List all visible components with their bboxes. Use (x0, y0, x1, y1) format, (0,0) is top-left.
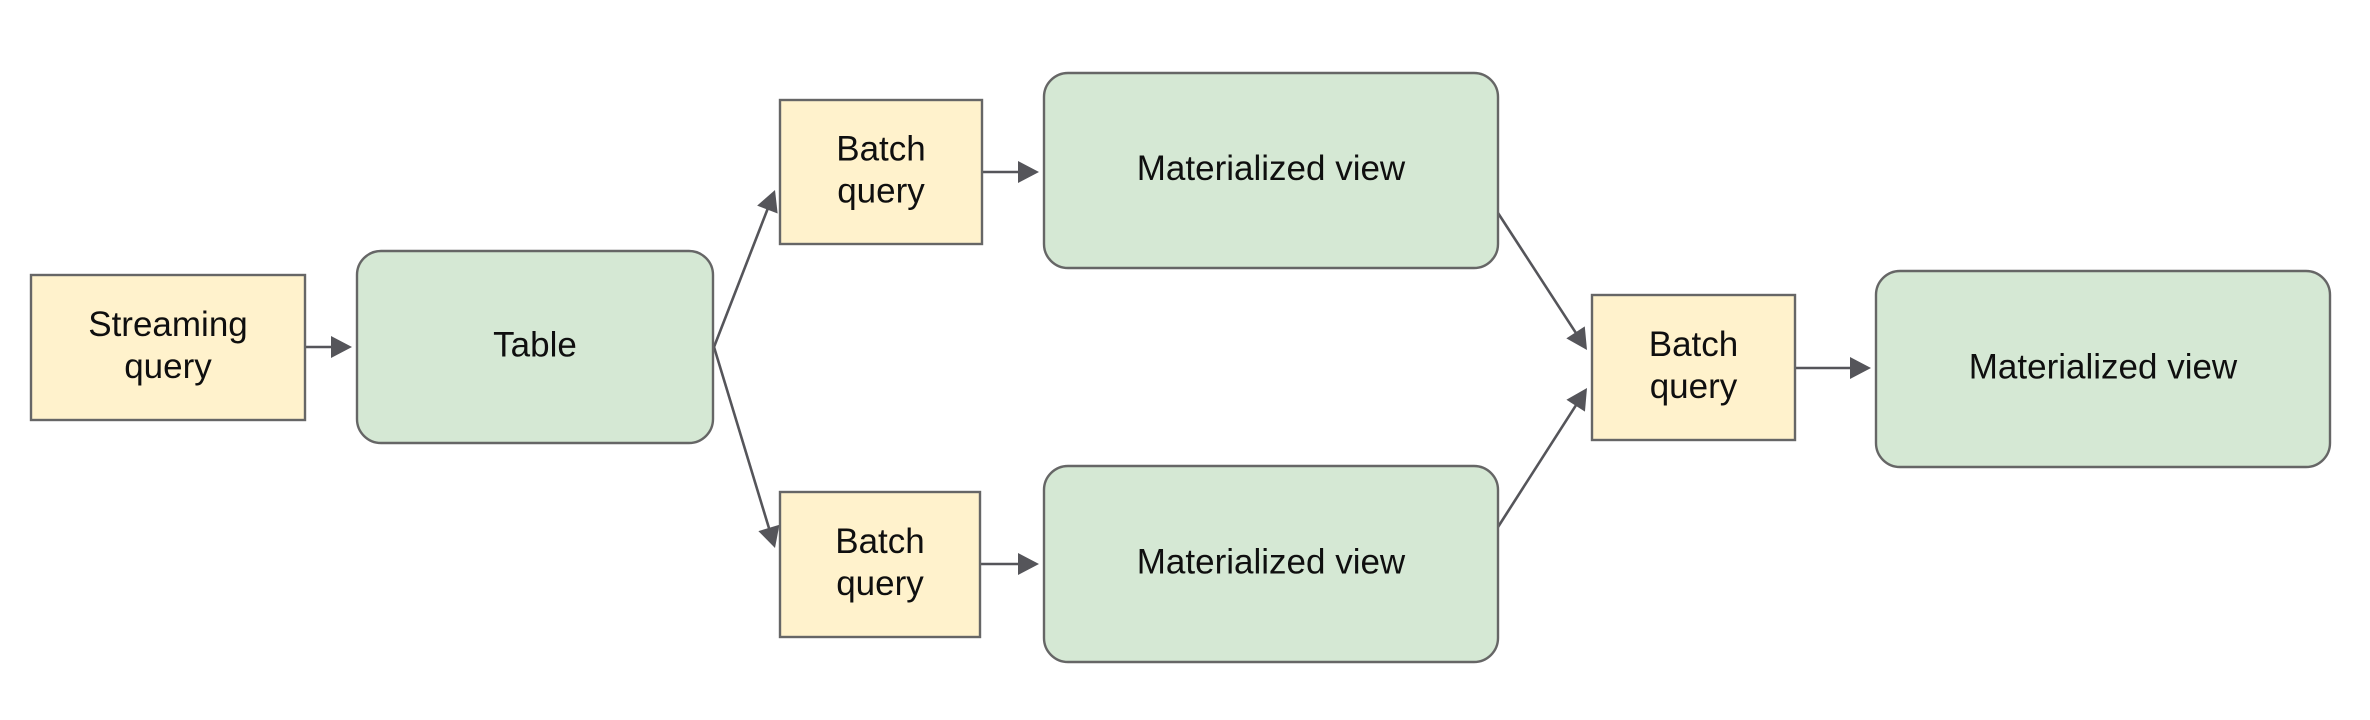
arrowhead-icon (1566, 388, 1587, 412)
edge-streaming-query-to-table (306, 336, 352, 358)
edge-materialized-view-top-to-batch-query-join (1496, 212, 1587, 350)
node-shape[interactable] (1042, 464, 1500, 664)
node-label-line-2: query (837, 171, 925, 210)
arrowhead-icon (1566, 326, 1587, 350)
arrowhead-icon (1018, 553, 1039, 575)
edge-batch-query-bottom-to-materialized-view-bottom (981, 553, 1039, 575)
node-label-line-1: Batch (835, 522, 925, 561)
edge-batch-query-top-to-materialized-view-top (983, 161, 1039, 183)
node-label-line-2: query (1650, 367, 1738, 406)
edge-batch-query-join-to-materialized-view-final (1796, 357, 1871, 379)
node-label-line-1: Batch (836, 129, 926, 168)
edge-line (712, 206, 770, 348)
node-materialized-view-top[interactable]: Materialized view (1042, 71, 1500, 270)
node-label-line-1: Materialized view (1137, 542, 1406, 581)
edges-layer (306, 161, 1871, 575)
node-label-line-1: Table (493, 325, 577, 364)
node-shape[interactable] (355, 249, 715, 445)
nodes-layer: StreamingqueryTableBatchqueryMaterialize… (29, 71, 2332, 664)
node-label-line-2: query (124, 347, 212, 386)
node-shape[interactable] (778, 98, 984, 246)
arrowhead-icon (757, 190, 778, 214)
edge-line (1496, 212, 1579, 336)
edge-line (712, 346, 772, 532)
arrowhead-icon (331, 336, 352, 358)
node-shape[interactable] (778, 490, 982, 639)
node-label-line-1: Materialized view (1137, 149, 1406, 188)
arrowhead-icon (1850, 357, 1871, 379)
node-label-line-1: Streaming (88, 305, 248, 344)
edge-materialized-view-bottom-to-batch-query-join (1496, 388, 1587, 528)
arrowhead-icon (1018, 161, 1039, 183)
edge-table-to-batch-query-bottom (712, 346, 780, 548)
node-label-line-1: Batch (1649, 325, 1739, 364)
edge-table-to-batch-query-top (712, 190, 778, 348)
node-shape[interactable] (29, 273, 307, 422)
node-shape[interactable] (1590, 293, 1797, 442)
edge-line (1496, 402, 1579, 528)
node-label-line-2: query (836, 564, 924, 603)
node-materialized-view-final[interactable]: Materialized view (1874, 269, 2332, 469)
node-shape[interactable] (1042, 71, 1500, 270)
node-label-line-1: Materialized view (1969, 347, 2238, 386)
arrowhead-icon (758, 524, 780, 548)
node-shape[interactable] (1874, 269, 2332, 469)
node-table[interactable]: Table (355, 249, 715, 445)
node-materialized-view-bottom[interactable]: Materialized view (1042, 464, 1500, 664)
